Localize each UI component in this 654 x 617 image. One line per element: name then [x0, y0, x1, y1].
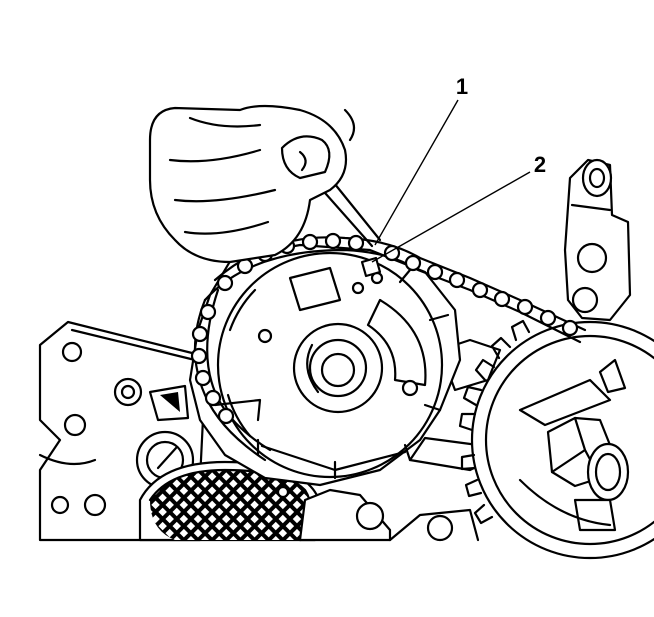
- hand-with-pick-tool: [148, 104, 382, 264]
- left-camshaft-sprocket: [188, 243, 462, 499]
- chain-links: [190, 232, 579, 425]
- callout-1-label: 1: [456, 74, 468, 99]
- tensioner-housing: [563, 158, 632, 322]
- leader-lines: [371, 99, 531, 263]
- right-camshaft-sprocket: [458, 319, 654, 560]
- timing-chain: [190, 232, 587, 462]
- leader-line-2: [371, 171, 531, 263]
- lower-bosses: [298, 488, 480, 542]
- callout-2-label: 2: [534, 152, 546, 177]
- sprocket-teeth: [458, 319, 531, 525]
- leader-line-1: [374, 99, 459, 246]
- engine-block: [38, 320, 207, 542]
- crosshatch-casting: [138, 460, 324, 542]
